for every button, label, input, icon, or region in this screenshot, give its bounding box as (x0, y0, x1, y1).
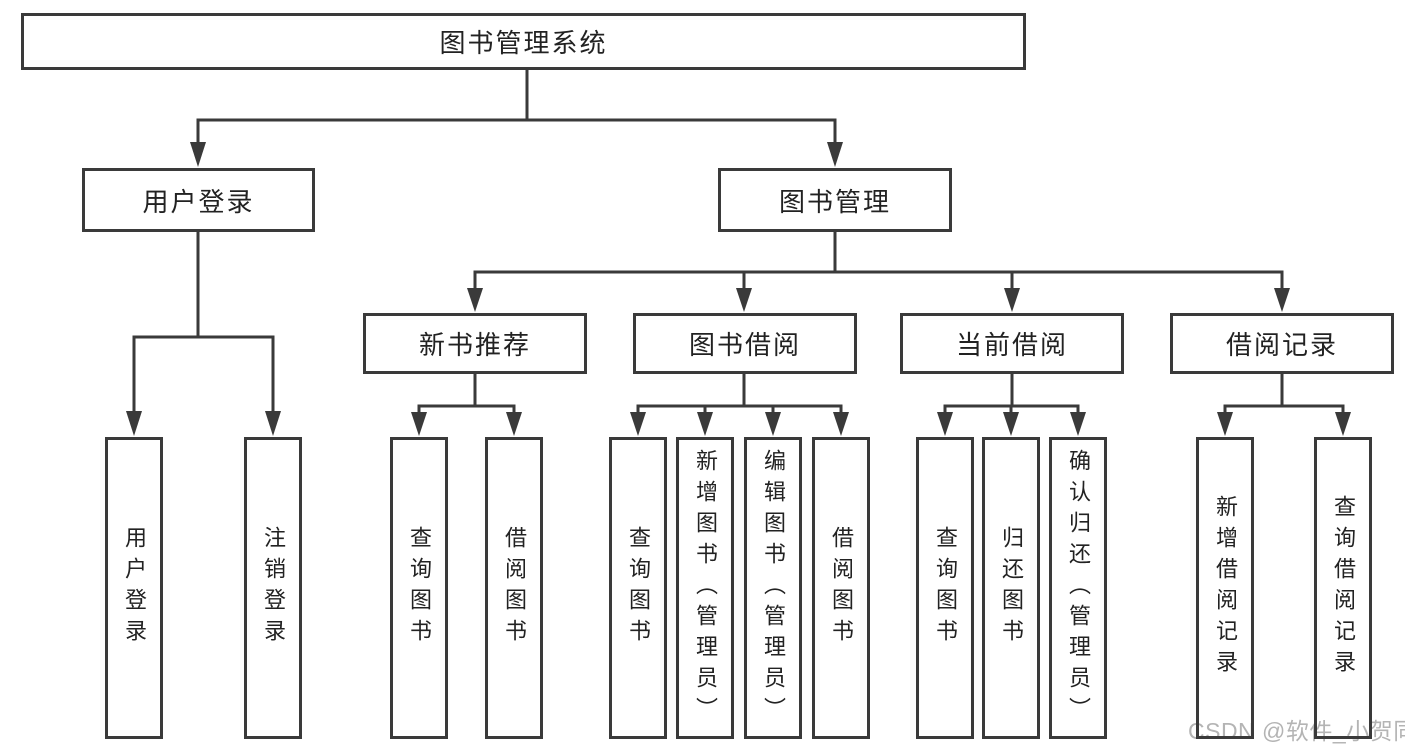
leaf-borrowing-borrow-book: 借阅图书 (812, 437, 870, 739)
leaf-borrowing-edit-book-admin: 编辑图书（管理员） (744, 437, 802, 739)
node-label: 图书管理 (778, 186, 891, 217)
leaf-label: 查询图书 (626, 526, 651, 650)
node-book-management: 图书管理 (718, 168, 952, 232)
node-user-login: 用户登录 (82, 168, 315, 232)
leaf-label: 新增图书（管理员） (693, 448, 718, 728)
leaf-label: 用户登录 (122, 526, 147, 650)
leaf-borrowing-query-book: 查询图书 (609, 437, 667, 739)
leaf-current-confirm-return-admin: 确认归还（管理员） (1049, 437, 1107, 739)
leaf-recommend-borrow-book: 借阅图书 (485, 437, 543, 739)
leaf-label: 借阅图书 (502, 526, 527, 650)
leaf-records-query-borrow-record: 查询借阅记录 (1314, 437, 1372, 739)
node-label: 图书借阅 (688, 330, 801, 360)
leaf-label: 查询图书 (933, 526, 958, 650)
node-label: 当前借阅 (955, 330, 1068, 360)
node-label: 图书管理系统 (439, 28, 608, 58)
leaf-current-return-book: 归还图书 (982, 437, 1040, 739)
leaf-label: 新增借阅记录 (1213, 495, 1238, 681)
leaf-current-query-book: 查询图书 (916, 437, 974, 739)
leaf-label: 查询借阅记录 (1331, 495, 1356, 681)
node-library-management-system: 图书管理系统 (21, 13, 1026, 70)
leaf-records-add-borrow-record: 新增借阅记录 (1196, 437, 1254, 739)
node-borrowing-records: 借阅记录 (1170, 313, 1394, 374)
node-label: 借阅记录 (1225, 330, 1338, 360)
leaf-recommend-query-book: 查询图书 (390, 437, 448, 739)
node-book-borrowing: 图书借阅 (633, 313, 857, 374)
leaf-label: 查询图书 (407, 526, 432, 650)
leaf-label: 注销登录 (261, 526, 286, 650)
node-label: 用户登录 (142, 186, 255, 217)
leaf-label: 借阅图书 (829, 526, 854, 650)
leaf-logout: 注销登录 (244, 437, 302, 739)
leaf-user-login: 用户登录 (105, 437, 163, 739)
node-label: 新书推荐 (418, 330, 531, 360)
csdn-watermark: CSDN @软件_小贺同学 (1188, 718, 1405, 744)
leaf-label: 归还图书 (999, 526, 1024, 650)
node-new-book-recommendation: 新书推荐 (363, 313, 587, 374)
leaf-borrowing-add-book-admin: 新增图书（管理员） (676, 437, 734, 739)
leaf-label: 确认归还（管理员） (1066, 448, 1091, 728)
leaf-label: 编辑图书（管理员） (761, 448, 786, 728)
node-current-borrowing: 当前借阅 (900, 313, 1124, 374)
